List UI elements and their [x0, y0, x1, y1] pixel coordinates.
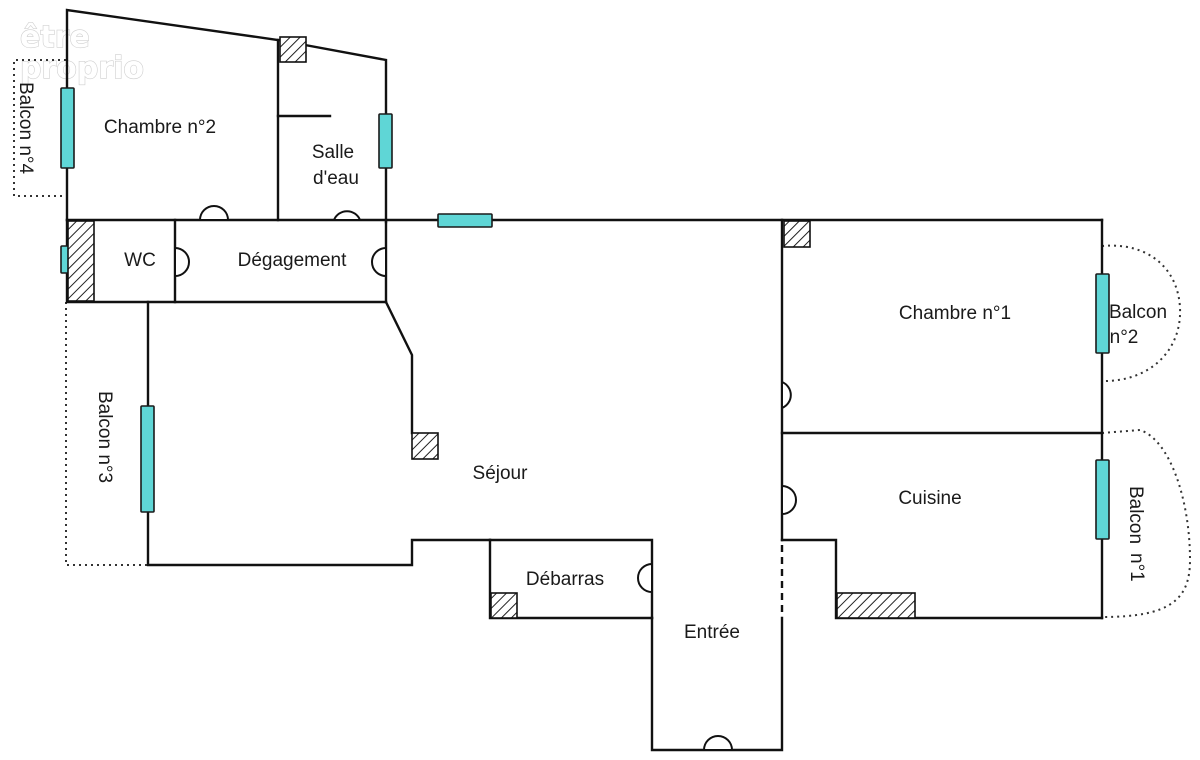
- balcony-label-1-line1: Balcon: [1125, 486, 1146, 544]
- door-wc: [174, 246, 190, 278]
- ducts: [67, 36, 916, 619]
- doors: [174, 205, 797, 751]
- duct-cuisine: [836, 592, 916, 619]
- room-labels: Chambre n°2 Salle d'eau WC Dégagement Ch…: [104, 117, 1011, 643]
- balcony-labels: Balcon n°2 Balcon n°1 Balcon n°3 Balcon …: [15, 82, 1167, 582]
- balcony-4-outline: [13, 59, 66, 197]
- door-chambre1: [781, 380, 792, 410]
- balcony-label-3: Balcon n°3: [94, 391, 115, 483]
- balcony-2-outline: [1101, 244, 1182, 383]
- windows: [60, 87, 1110, 540]
- logo-line1: être: [20, 20, 90, 55]
- room-label-degagement: Dégagement: [238, 250, 348, 271]
- room-label-chambre1: Chambre n°1: [899, 303, 1011, 324]
- balcony-label-2-line1: Balcon: [1109, 302, 1167, 323]
- balcony-label-4: Balcon n°4: [15, 82, 36, 175]
- duct-debarras: [490, 592, 518, 619]
- room-label-salle-deau-1: Salle: [312, 142, 354, 163]
- door-entree: [702, 735, 734, 751]
- room-label-cuisine: Cuisine: [898, 488, 961, 509]
- window-salle-deau: [378, 113, 393, 169]
- door-salle-deau: [332, 210, 362, 221]
- window-chambre2: [60, 87, 75, 169]
- window-chambre1: [1095, 273, 1110, 354]
- logo-line2: proprio: [20, 51, 144, 86]
- window-cuisine: [1095, 459, 1110, 540]
- window-sejour-left: [140, 405, 155, 513]
- duct-chambre1: [783, 220, 811, 248]
- room-label-chambre2: Chambre n°2: [104, 117, 216, 138]
- room-label-wc: WC: [124, 250, 156, 271]
- balcony-outlines: [13, 59, 1192, 618]
- door-degagement: [371, 246, 387, 278]
- etre-proprio-logo: être proprio: [19, 19, 144, 86]
- door-chambre2: [198, 205, 230, 221]
- room-label-sejour: Séjour: [473, 463, 529, 484]
- balcony-label-2-line2: n°2: [1110, 327, 1139, 348]
- walls: [65, 8, 1104, 752]
- duct-salle-deau: [279, 36, 307, 63]
- balcony-label-1-line2: n°1: [1126, 553, 1147, 582]
- room-label-salle-deau-2: d'eau: [313, 168, 359, 189]
- room-label-debarras: Débarras: [526, 569, 604, 590]
- door-cuisine: [781, 484, 797, 516]
- room-label-entree: Entrée: [684, 622, 740, 643]
- duct-wc: [67, 220, 95, 302]
- window-sejour-top: [437, 213, 493, 228]
- door-debarras: [637, 562, 653, 594]
- duct-sejour: [411, 432, 439, 460]
